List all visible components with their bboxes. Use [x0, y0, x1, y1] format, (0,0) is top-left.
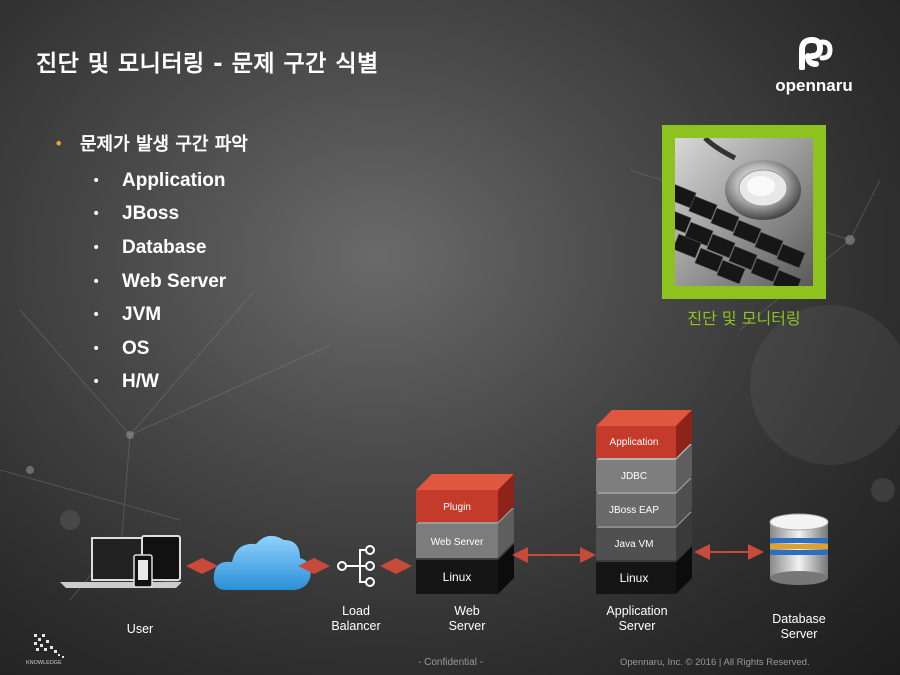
main-bullet: • 문제가 발생 구간 파악 — [54, 130, 248, 156]
load-balancer-icon — [337, 545, 375, 587]
sub-bullet-text: H/W — [122, 371, 159, 393]
cloud-icon — [213, 535, 311, 590]
logo-wordmark: opennaru — [775, 76, 853, 95]
bullet-list: • 문제가 발생 구간 파악 • Application • JBoss • Data… — [54, 130, 248, 399]
sub-bullet-text: JBoss — [122, 203, 180, 225]
label-line: Application — [606, 604, 668, 618]
label-line: Load — [342, 604, 370, 618]
app-server-stack: Linux Java VM JBoss EAP JDBC Application — [596, 410, 692, 594]
web-server-stack: Linux Web Server Plugin — [416, 474, 514, 594]
bullet-dot-icon: • — [92, 340, 101, 357]
layer-label: Linux — [620, 571, 649, 585]
label-line: Database — [772, 612, 826, 626]
stack-layer-plugin: Plugin — [416, 474, 514, 522]
load-balancer-label: Load Balancer — [316, 604, 396, 634]
layer-label: Linux — [443, 570, 472, 584]
opennaru-mark-icon — [799, 36, 833, 71]
sub-bullet-text: Database — [122, 236, 207, 258]
stack-layer-application: Application — [596, 410, 692, 458]
stethoscope-photo-frame — [662, 125, 826, 299]
database-icon — [769, 513, 829, 585]
label-line: Server — [780, 627, 818, 641]
photo-caption: 진단 및 모니터링 — [687, 309, 801, 328]
label-line: Server — [448, 619, 486, 633]
sub-bullet-text: JVM — [122, 304, 162, 326]
stethoscope-keyboard-image — [675, 138, 813, 286]
bullet-dot-icon: • — [54, 133, 64, 153]
layer-label: JBoss EAP — [609, 505, 659, 516]
opennaru-logo: opennaru — [768, 36, 860, 96]
sub-bullet: • Database — [54, 231, 248, 265]
footer-copyright: Opennaru, Inc. © 2016 | All Rights Reser… — [620, 657, 810, 668]
sub-bullet: • JVM — [54, 298, 248, 332]
layer-label: Plugin — [443, 502, 471, 513]
slide-title: 진단 및 모니터링 - 문제 구간 식별 — [36, 51, 379, 77]
user-label: User — [126, 622, 154, 636]
layer-label: Java VM — [615, 539, 654, 550]
sub-bullet-text: Web Server — [122, 270, 227, 292]
label-line: Balancer — [331, 619, 381, 633]
sub-bullet: • Application — [54, 164, 248, 198]
web-server-label: Web Server — [427, 604, 507, 634]
sub-bullet: • H/W — [54, 366, 248, 400]
bullet-dot-icon: • — [92, 172, 101, 189]
devices-icon — [60, 535, 182, 588]
knowledge-logo-icon — [34, 634, 64, 658]
layer-label: Web Server — [431, 537, 484, 548]
label-line: Web — [454, 604, 480, 618]
bullet-dot-icon: • — [92, 206, 101, 223]
layer-label: Application — [610, 437, 659, 448]
sub-bullet: • OS — [54, 332, 248, 366]
sub-bullet-text: Application — [122, 169, 226, 191]
sub-bullet: • JBoss — [54, 198, 248, 232]
label-line: Server — [618, 619, 656, 633]
bullet-dot-icon: • — [92, 273, 101, 290]
knowledge-logo-text: KNOWLEDGE — [26, 660, 62, 666]
main-bullet-text: 문제가 발생 구간 파악 — [80, 134, 248, 155]
footer-confidential: - Confidential - — [418, 657, 484, 668]
application-server-label: Application Server — [592, 604, 682, 634]
layer-label: JDBC — [621, 471, 647, 482]
bullet-dot-icon: • — [92, 307, 101, 324]
bullet-dot-icon: • — [92, 239, 101, 256]
sub-bullet: • Web Server — [54, 265, 248, 299]
database-server-label: Database Server — [754, 612, 844, 642]
bullet-dot-icon: • — [92, 374, 101, 391]
sub-bullet-text: OS — [122, 337, 150, 359]
